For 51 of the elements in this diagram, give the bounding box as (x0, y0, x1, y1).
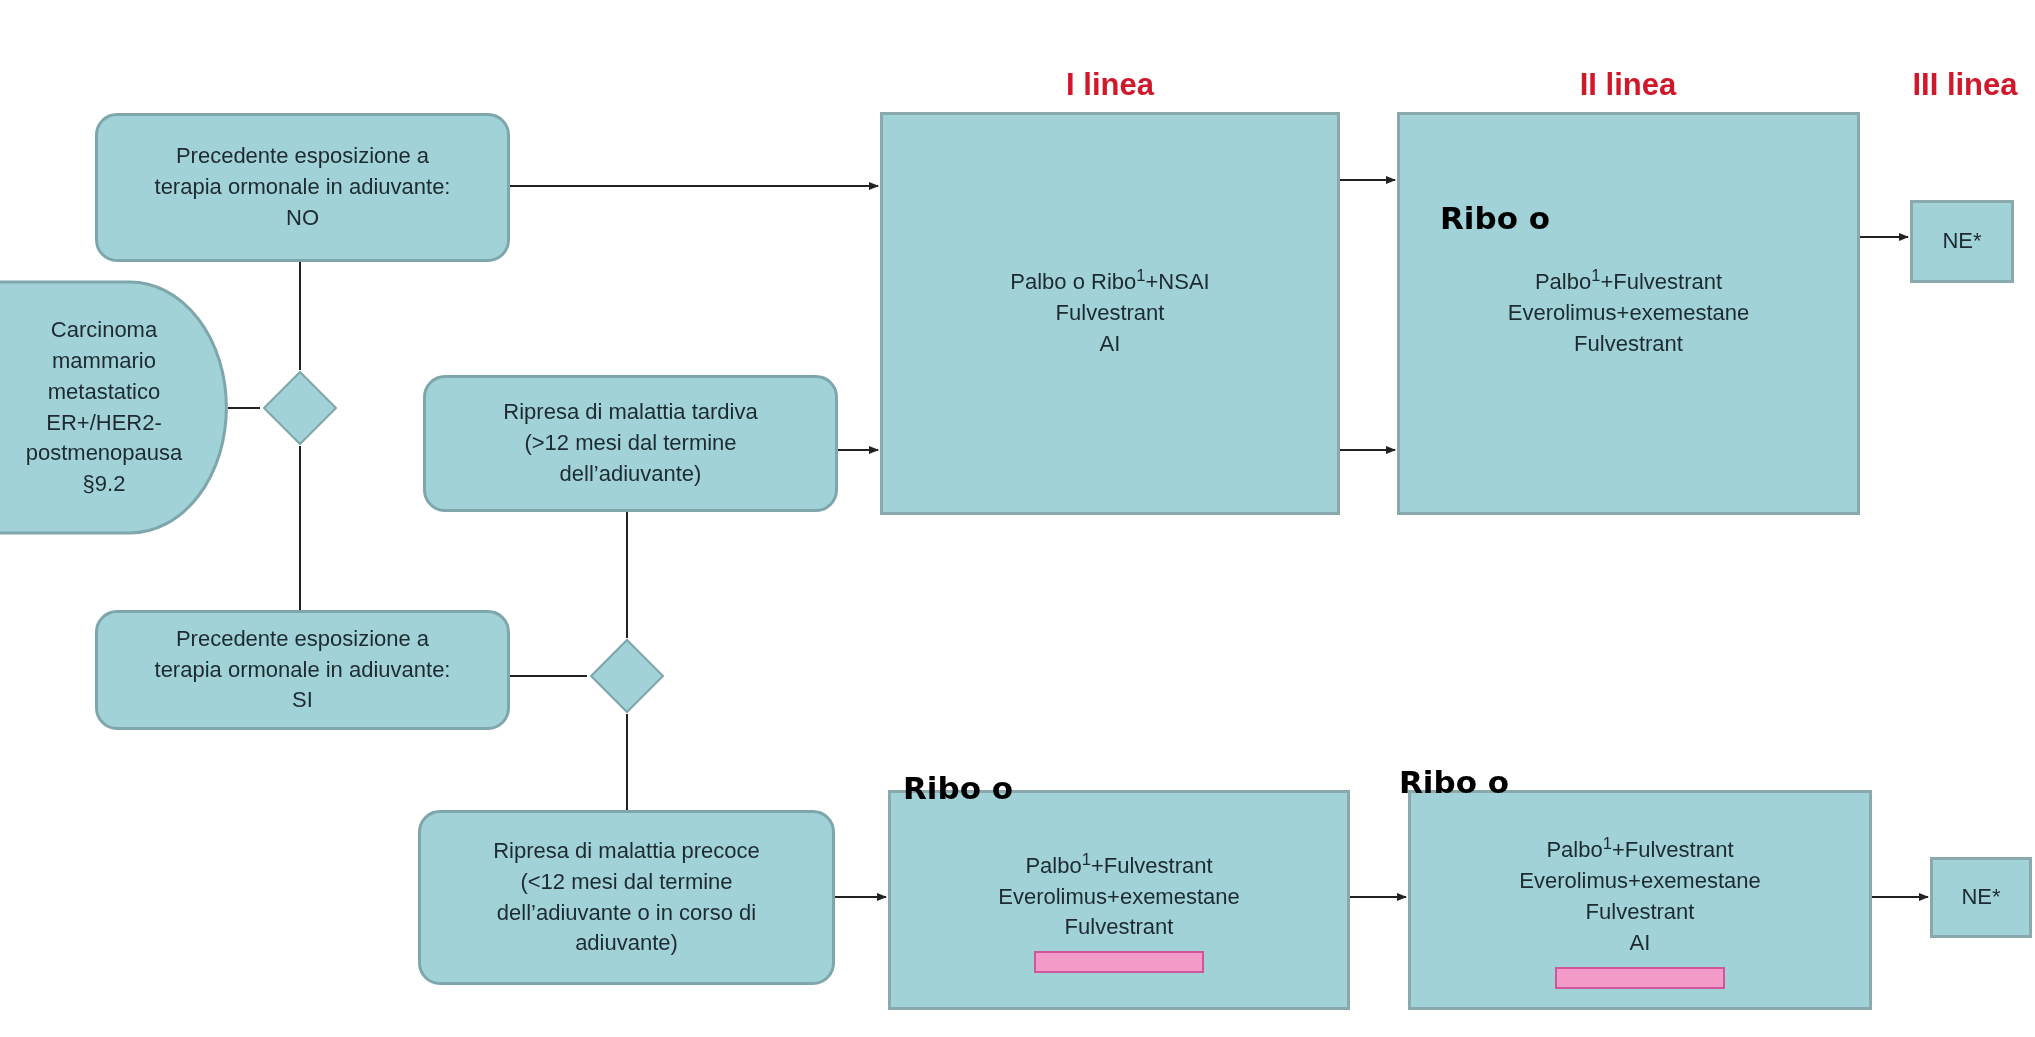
arrow (1859, 233, 1909, 241)
column-heading: I linea (1066, 66, 1154, 104)
arrow (1339, 176, 1396, 184)
treatment-box (880, 112, 1340, 515)
node-text: Palbo$^{1}$+Fulvestrant (1533, 267, 1724, 297)
node-text: Precedente esposizione a terapia ormonale in adiuvante: SI (153, 624, 452, 715)
node-text: Precedente esposizione a terapia ormonale in adiuvante: NO (153, 142, 452, 232)
condition-box (423, 375, 838, 512)
connector-line (227, 407, 261, 409)
node-text: NE* (1960, 883, 2002, 912)
arrow (1339, 446, 1396, 454)
connector-line (299, 445, 301, 611)
outcome-box (1930, 857, 2032, 938)
arrow (834, 893, 887, 901)
column-heading: III linea (1912, 66, 2018, 104)
node-text: NE* (1941, 227, 1983, 256)
node-text: Palbo$^{1}$+Fulvestrant (1024, 850, 1214, 880)
node-text: Everolimus+exemestane (1506, 299, 1751, 328)
column-heading: II linea (1579, 66, 1677, 104)
connector-line (509, 675, 588, 677)
node-text: AI (1628, 928, 1652, 957)
note-text: Ribo o (903, 769, 1014, 808)
decision-diamond (262, 370, 338, 446)
node-text: Palbo o Ribo$^{1}$+NSAI (1009, 267, 1211, 297)
condition-box (95, 610, 510, 730)
note-text: Ribo o (1399, 763, 1510, 802)
arrow (509, 182, 879, 190)
connector-line (626, 511, 628, 639)
arrow (837, 446, 879, 454)
arrow (1871, 893, 1929, 901)
node-text: Everolimus+exemestane (1518, 867, 1762, 896)
node-text: Fulvestrant (1573, 329, 1684, 358)
arrow (1349, 893, 1407, 901)
node-text: Ripresa di malattia precoce (<12 mesi dal termine dell’adiuvante o in corso di adiuvante) (492, 836, 761, 958)
note-text: Ribo o (1440, 199, 1551, 238)
node-text: Palbo$^{1}$+Fulvestrant (1545, 835, 1735, 865)
connector-line (626, 713, 628, 811)
treatment-box (1397, 112, 1860, 515)
start-terminal (0, 280, 228, 535)
condition-box (95, 113, 510, 262)
node-text: Fulvestrant (1063, 913, 1175, 942)
decision-diamond (589, 638, 665, 714)
node-text: Ripresa di malattia tardiva (>12 mesi dal termine dell’adiuvante) (502, 398, 759, 488)
node-text: Fulvestrant (1054, 299, 1166, 328)
node-text: Fulvestrant (1584, 898, 1696, 926)
condition-box (418, 810, 835, 985)
outcome-box (1910, 200, 2014, 283)
node-text: AI (1098, 329, 1122, 358)
node-text: Carcinoma mammario metastatico ER+/HER2- postmenopausa §9.2 (24, 316, 184, 499)
connector-line (299, 261, 301, 371)
node-text: Everolimus+exemestane (997, 882, 1241, 911)
